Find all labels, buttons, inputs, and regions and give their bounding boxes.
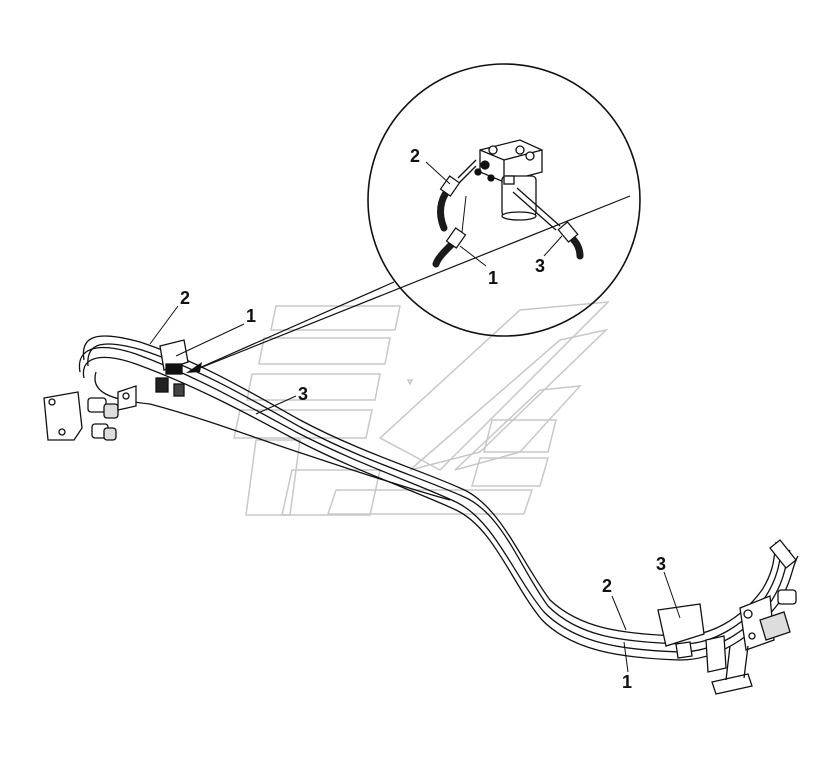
detail-circle [367, 63, 641, 337]
callout-left-2: 2 [180, 288, 190, 308]
detail-callout-1: 1 [488, 268, 498, 288]
callout-center-3: 3 [298, 384, 308, 404]
detail-callout-2: 2 [410, 146, 420, 166]
callout-right-3: 3 [656, 554, 666, 574]
detail-hose-1 [432, 195, 467, 268]
callout-leaders [149, 305, 681, 673]
left-bracket [43, 385, 137, 441]
detail-pointer-line-2 [189, 195, 631, 373]
watermark-logo [233, 301, 610, 516]
callout-left-1: 1 [246, 306, 256, 326]
detail-hose-3 [557, 221, 584, 260]
detail-hose-2 [437, 175, 461, 232]
detail-pointer-line-1 [189, 281, 395, 373]
callout-right-2: 2 [602, 576, 612, 596]
right-bracket [657, 539, 797, 695]
callout-right-1: 1 [622, 672, 632, 692]
detail-view: 2 1 3 [186, 63, 641, 373]
detail-callout-3: 3 [535, 256, 545, 276]
valve-block [457, 139, 561, 231]
left-valve-fitting [155, 339, 189, 397]
